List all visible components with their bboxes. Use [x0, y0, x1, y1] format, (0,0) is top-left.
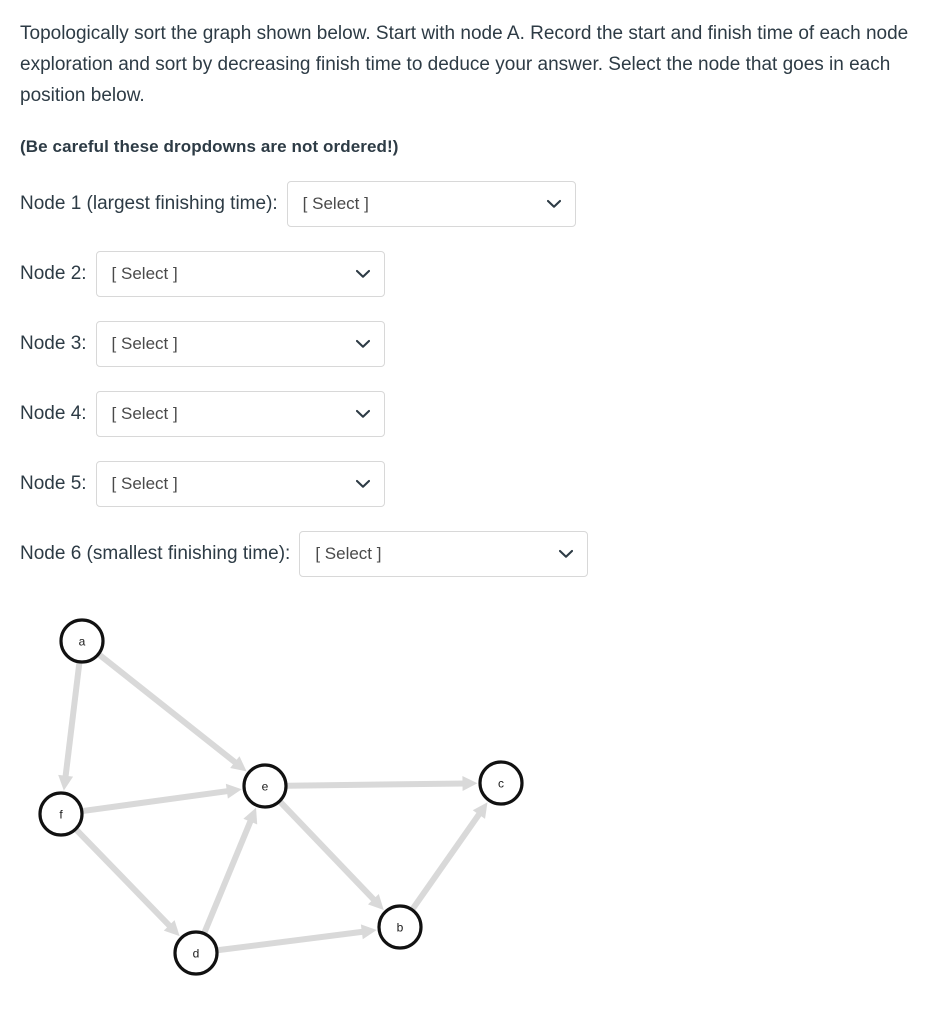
select-node-3-value: [ Select ] [111, 334, 178, 353]
answer-row-node-1: Node 1 (largest finishing time): [ Selec… [20, 181, 920, 227]
graph-nodes: a f e c d b [38, 618, 524, 976]
select-node-5[interactable]: [ Select ] [95, 461, 385, 507]
graph-edge-a-f [62, 662, 83, 780]
graph-arrowhead-f-d [163, 920, 180, 937]
graph-edges [58, 652, 488, 954]
graph-edge-b-c [410, 810, 484, 911]
graph-node-circle-e [242, 763, 288, 809]
graph-arrowhead-a-f [58, 774, 74, 791]
answer-row-node-5: Node 5: [ Select ] [20, 461, 920, 507]
select-node-6[interactable]: [ Select ] [299, 531, 589, 577]
answer-row-node-4: Node 4: [ Select ] [20, 391, 920, 437]
graph-edge-e-b [278, 800, 378, 904]
graph-node-e: e [242, 763, 288, 809]
select-wrap-node-4: [ Select ] [95, 391, 385, 437]
graph-edge-d-b [217, 928, 366, 954]
select-node-5-value: [ Select ] [111, 474, 178, 493]
graph-node-label-e: e [262, 780, 269, 794]
graph-node-circle-a [59, 618, 105, 664]
graph-edge-f-d [74, 828, 174, 930]
answer-row-node-6: Node 6 (smallest finishing time): [ Sele… [20, 531, 920, 577]
answer-row-node-3: Node 3: [ Select ] [20, 321, 920, 367]
graph-node-label-d: d [193, 947, 200, 961]
graph-arrowhead-b-c [472, 802, 488, 819]
select-wrap-node-2: [ Select ] [95, 251, 385, 297]
graph-figure: a f e c d b [0, 591, 940, 991]
graph-node-a: a [59, 618, 105, 664]
graph-node-circle-d [173, 930, 219, 976]
select-node-3[interactable]: [ Select ] [95, 321, 385, 367]
select-wrap-node-6: [ Select ] [299, 531, 589, 577]
graph-node-b: b [377, 904, 423, 950]
select-node-1-value: [ Select ] [302, 194, 369, 213]
graph-node-circle-f [38, 791, 84, 837]
answer-label-node-1: Node 1 (largest finishing time): [20, 193, 278, 214]
select-wrap-node-3: [ Select ] [95, 321, 385, 367]
answer-label-node-4: Node 4: [20, 403, 87, 424]
graph-node-label-f: f [59, 808, 63, 822]
select-wrap-node-5: [ Select ] [95, 461, 385, 507]
graph-node-circle-c [478, 760, 524, 806]
graph-arrowhead-a-e [230, 756, 247, 772]
dropdown-order-warning: (Be careful these dropdowns are not orde… [20, 137, 399, 156]
answer-label-node-3: Node 3: [20, 333, 87, 354]
select-node-4-value: [ Select ] [111, 404, 178, 423]
select-node-4[interactable]: [ Select ] [95, 391, 385, 437]
graph-arrowhead-d-e [243, 807, 258, 825]
answer-label-node-2: Node 2: [20, 263, 87, 284]
graph-arrowhead-e-c [462, 775, 478, 791]
graph-arrowhead-f-e [225, 783, 242, 799]
select-node-2[interactable]: [ Select ] [95, 251, 385, 297]
graph-node-f: f [38, 791, 84, 837]
graph-node-label-a: a [79, 635, 86, 649]
graph-node-circle-b [377, 904, 423, 950]
graph-node-label-c: c [498, 777, 504, 791]
question-prompt: Topologically sort the graph shown below… [20, 23, 909, 106]
graph-node-d: d [173, 930, 219, 976]
graph-edge-a-e [97, 652, 240, 767]
graph-edge-e-c [287, 780, 466, 789]
directed-graph-svg: a f e c d b [38, 618, 524, 976]
select-wrap-node-1: [ Select ] [286, 181, 576, 227]
select-node-2-value: [ Select ] [111, 264, 178, 283]
answer-label-node-5: Node 5: [20, 473, 87, 494]
select-node-6-value: [ Select ] [315, 544, 382, 563]
answer-label-node-6: Node 6 (smallest finishing time): [20, 543, 291, 564]
graph-arrowhead-e-b [367, 894, 384, 911]
graph-node-c: c [478, 760, 524, 806]
select-node-1[interactable]: [ Select ] [286, 181, 576, 227]
graph-node-label-b: b [397, 921, 404, 935]
answer-row-node-2: Node 2: [ Select ] [20, 251, 920, 297]
graph-arrowhead-d-b [360, 924, 377, 940]
graph-edge-f-e [82, 787, 231, 814]
graph-edge-d-e [201, 817, 255, 934]
question-page: Topologically sort the graph shown below… [20, 23, 920, 577]
